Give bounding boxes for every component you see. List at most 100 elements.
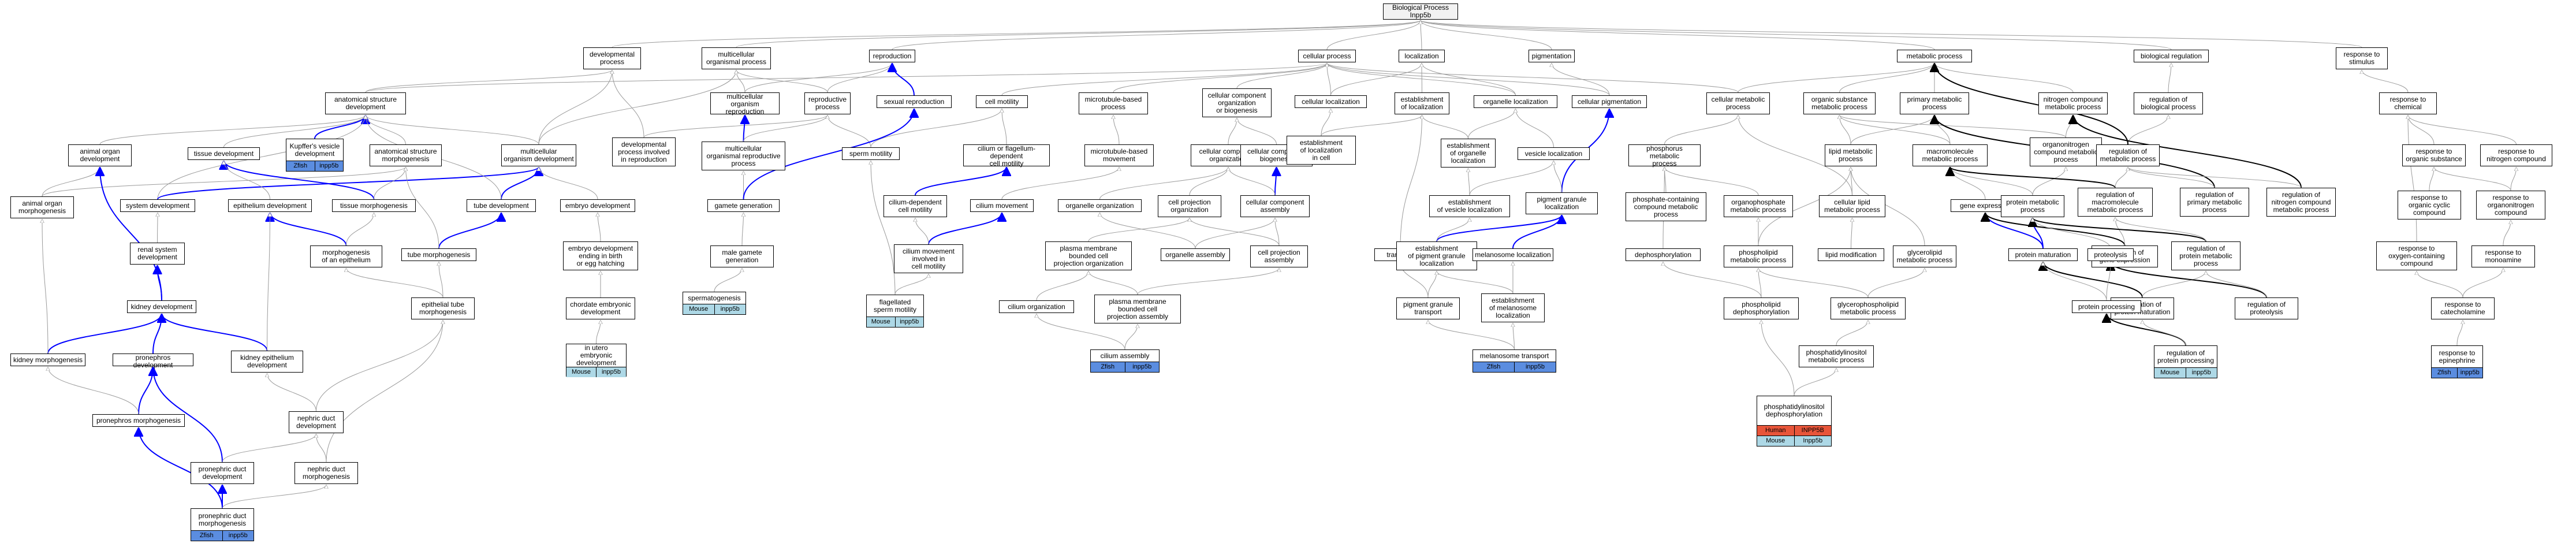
go-term-mor[interactable]: multicellular organism reproduction [710, 92, 780, 116]
go-term-dev[interactable]: developmental process [583, 47, 641, 69]
go-term-tmorph[interactable]: tissue morphogenesis [332, 199, 416, 212]
go-term-rmmp[interactable]: regulation of macromolecule metabolic pr… [2078, 188, 2153, 217]
go-term-epgl[interactable]: establishment of pigment granule localiz… [1396, 241, 1477, 270]
go-term-eebh[interactable]: embryo development ending in birth or eg… [563, 241, 638, 270]
go-term-opmp[interactable]: organophosphate metabolic process [1724, 195, 1793, 217]
go-term-dpir[interactable]: developmental process involved in reprod… [612, 137, 676, 166]
go-term-eorgloc[interactable]: establishment of organelle localization [1441, 139, 1496, 168]
go-term-cloc[interactable]: cellular localization [1295, 95, 1367, 108]
go-term-ndd[interactable]: nephric duct development [289, 411, 344, 433]
go-term-rncmp[interactable]: regulation of nitrogen compound metaboli… [2266, 188, 2336, 217]
go-term-moe[interactable]: morphogenesis of an epithelium [310, 245, 382, 267]
go-term-cemb[interactable]: chordate embryonic development [566, 297, 635, 319]
go-term-rmp[interactable]: regulation of metabolic process [2096, 144, 2160, 166]
go-term-aom[interactable]: animal organ morphogenesis [10, 196, 74, 218]
go-term-kidm[interactable]: kidney morphogenesis [10, 353, 85, 366]
go-term-orgloc[interactable]: organelle localization [1474, 95, 1557, 108]
go-term-pmbcpa[interactable]: plasma membrane bounded cell projection … [1094, 295, 1181, 323]
go-term-rbp[interactable]: regulation of biological process [2134, 92, 2203, 114]
go-term-mtbp[interactable]: microtubule-based process [1079, 92, 1148, 114]
go-term-ocmp[interactable]: organonitrogen compound metabolic proces… [2030, 137, 2102, 166]
go-term-clmp[interactable]: cellular lipid metabolic process [1819, 195, 1885, 217]
go-term-breg[interactable]: biological regulation [2134, 50, 2209, 62]
go-term-pccmp[interactable]: phosphate-containing compound metabolic … [1626, 192, 1706, 221]
go-term-kd[interactable]: kidney development [127, 300, 196, 313]
go-term-mgg[interactable]: male gamete generation [710, 245, 774, 267]
go-term-rprotmp[interactable]: regulation of protein metabolic process [2171, 241, 2241, 270]
go-term-mod[interactable]: multicellular organism development [501, 144, 576, 166]
go-term-epd[interactable]: epithelium development [228, 199, 312, 212]
go-term-rnc[interactable]: response to nitrogen compound [2480, 144, 2552, 166]
go-term-repro[interactable]: reproduction [869, 50, 915, 62]
go-term-pcmp[interactable]: phosphorus metabolic process [1628, 144, 1701, 168]
go-term-cpasm[interactable]: cell projection assembly [1250, 245, 1308, 267]
go-term-pgloc[interactable]: pigment granule localization [1526, 192, 1598, 214]
go-term-tubd[interactable]: tube development [467, 199, 536, 212]
go-term-cmp[interactable]: cellular metabolic process [1706, 92, 1770, 114]
go-term-rproc[interactable]: reproductive process [804, 92, 851, 114]
go-term-pproc[interactable]: protein processing [2072, 300, 2141, 313]
go-term-cilorg[interactable]: cilium organization [999, 300, 1074, 313]
go-term-rpmp[interactable]: regulation of primary metabolic process [2180, 188, 2249, 217]
go-term-oasm[interactable]: organelle assembly [1161, 248, 1230, 261]
go-term-ccob[interactable]: cellular component organization or bioge… [1202, 88, 1272, 117]
go-term-pgt[interactable]: pigment granule transport [1396, 297, 1460, 319]
go-term-lmp[interactable]: lipid metabolic process [1825, 144, 1877, 166]
go-term-ndm[interactable]: nephric duct morphogenesis [294, 462, 358, 484]
go-term-td[interactable]: tissue development [188, 147, 260, 160]
go-term-gamg[interactable]: gamete generation [707, 199, 780, 212]
go-term-proteol[interactable]: proteolysis [2087, 248, 2134, 261]
go-term-gplmp[interactable]: glycerophospholipid metabolic process [1831, 297, 1906, 319]
go-term-bp[interactable]: Biological Process Inpp5b [1383, 3, 1458, 20]
go-term-vesloc[interactable]: vesicle localization [1518, 147, 1590, 160]
go-term-rocc[interactable]: response to organic cyclic compound [2398, 191, 2461, 219]
go-term-spmot[interactable]: sperm motility [842, 147, 900, 160]
go-term-morg[interactable]: multicellular organismal process [702, 47, 771, 69]
go-term-melloc[interactable]: melanosome localization [1472, 248, 1553, 261]
go-term-eloc[interactable]: establishment of localization [1395, 92, 1449, 114]
go-term-protmp[interactable]: protein metabolic process [2001, 195, 2064, 217]
go-term-cpo[interactable]: cell projection organization [1158, 195, 1221, 217]
go-term-rcat[interactable]: response to catecholamine [2431, 297, 2495, 319]
go-term-rresp[interactable]: response to organic substance [2402, 144, 2466, 166]
go-term-protmat[interactable]: protein maturation [2008, 248, 2078, 261]
go-term-cmicm[interactable]: cilium movement involved in cell motilit… [894, 244, 963, 273]
go-term-rsd[interactable]: renal system development [130, 243, 185, 265]
go-term-pnd[interactable]: pronephros development [113, 353, 193, 369]
go-term-lmod[interactable]: lipid modification [1818, 248, 1884, 261]
go-term-cilcm[interactable]: cilium-dependent cell motility [883, 195, 947, 217]
go-term-mmp[interactable]: macromolecule metabolic process [1913, 144, 1988, 166]
go-term-cco[interactable]: cellular component organization [1191, 144, 1266, 166]
go-term-orgo[interactable]: organelle organization [1058, 199, 1142, 212]
go-term-emel[interactable]: establishment of melanosome localization [1481, 293, 1545, 322]
go-term-dephos[interactable]: dephosphorylation [1626, 248, 1701, 261]
go-term-pnm[interactable]: pronephros morphogenesis [92, 414, 185, 427]
go-term-pipmp[interactable]: phosphatidylinositol metabolic process [1799, 345, 1874, 367]
go-term-morp[interactable]: multicellular organismal reproductive pr… [702, 142, 785, 170]
go-term-sexr[interactable]: sexual reproduction [877, 95, 952, 108]
go-term-metab[interactable]: metabolic process [1897, 50, 1972, 62]
go-term-pmp[interactable]: primary metabolic process [1900, 92, 1969, 114]
go-term-rprotmat[interactable]: regulation of protein maturation [2111, 297, 2174, 319]
go-term-mtbm[interactable]: microtubule-based movement [1084, 144, 1154, 166]
go-term-cmot[interactable]: cell motility [976, 95, 1028, 108]
go-term-embd[interactable]: embryo development [560, 199, 635, 212]
go-term-rmono[interactable]: response to monoamine [2471, 245, 2535, 267]
go-term-loc[interactable]: localization [1399, 50, 1445, 62]
go-term-resp[interactable]: response to stimulus [2336, 47, 2388, 69]
go-term-etm[interactable]: epithelial tube morphogenesis [411, 297, 475, 319]
go-term-tubm[interactable]: tube morphogenesis [401, 248, 476, 261]
go-term-rchem[interactable]: response to chemical [2379, 92, 2437, 114]
go-term-roc[interactable]: response to organonitrogen compound [2476, 191, 2545, 219]
go-term-cellp[interactable]: cellular process [1298, 50, 1356, 62]
go-term-aod[interactable]: animal organ development [68, 144, 132, 166]
go-term-rprot[interactable]: regulation of proteolysis [2235, 297, 2298, 319]
